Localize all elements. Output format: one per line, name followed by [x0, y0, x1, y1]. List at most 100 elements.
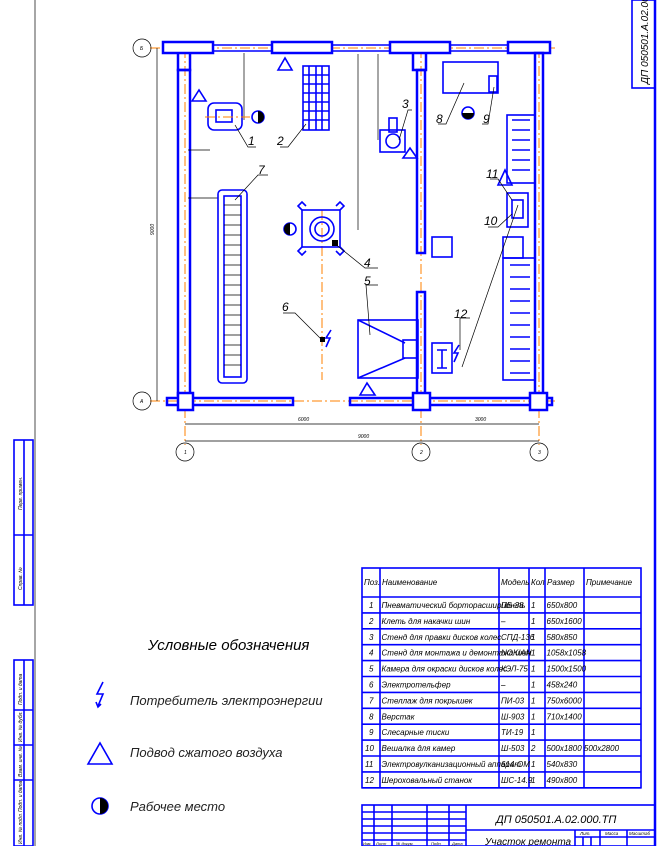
triangle-icon [401, 146, 419, 159]
table-cell: 1 [369, 601, 373, 610]
triangle-icon [276, 56, 294, 71]
table-cell: 12 [365, 776, 374, 785]
table-header: Размер [547, 578, 575, 587]
table-cell: 1058x1058 [547, 649, 587, 658]
equipment-7-tire-rack [217, 189, 248, 384]
pos-9: 9 [483, 112, 490, 126]
table-cell: Вешалка для камер [382, 744, 456, 753]
dim-3000: 3000 [475, 417, 486, 423]
table-cell: 2 [530, 744, 536, 753]
equipment-6-hoist [320, 329, 332, 348]
dim-6000: 6000 [298, 417, 309, 423]
triangle-icon [190, 88, 208, 102]
equipment-10-tube-hangers [502, 114, 536, 381]
grid-axes: Б А 1 2 3 [132, 38, 555, 462]
svg-text:Лист: Лист [375, 841, 387, 846]
legend-title: Условные обозначения [147, 637, 309, 654]
half-circle-icon [461, 106, 475, 120]
lightning-icon [95, 681, 105, 707]
table-cell: Клеть для накачки шин [382, 617, 471, 626]
table-cell: 540x830 [547, 760, 578, 769]
table-cell: Стенд для монтажа и демонтажа шин [382, 649, 532, 658]
table-cell: – [500, 681, 506, 690]
pos-12: 12 [454, 307, 468, 321]
table-cell: 458x240 [547, 681, 578, 690]
table-cell: NOKIAN [501, 649, 532, 658]
table-cell: 5 [369, 665, 374, 674]
side-stamp: Перв. примен. Справ. № Подп. и дата Инв.… [13, 439, 34, 846]
table-cell: 750x6000 [547, 696, 583, 705]
table-cell: 1 [531, 776, 535, 785]
triangle-icon [86, 741, 114, 765]
table-header: Наименование [382, 578, 438, 587]
equipment-post-boxes [431, 236, 524, 259]
triangle-icon [496, 168, 514, 186]
table-cell: ПИ-03 [501, 696, 525, 705]
table-header: Поз. [364, 578, 380, 587]
table-cell: 2 [368, 617, 374, 626]
svg-text:Масса: Масса [605, 831, 619, 836]
pos-10: 10 [484, 214, 498, 228]
title-name: Участок ремонта [484, 837, 572, 846]
stamp-code: ДП 050501.А.02.000.ТП [640, 0, 651, 85]
table-cell: 1 [531, 633, 535, 642]
dimensions: 6000 3000 9000 9000 [150, 48, 539, 442]
pos-11: 11 [486, 167, 498, 181]
half-circle-icon [251, 110, 265, 124]
table-cell: КЭЛ-75 [501, 665, 528, 674]
pos-4: 4 [364, 256, 371, 270]
table-cell: ТИ-19 [501, 728, 524, 737]
svg-text:Инв. № подл.: Инв. № подл. [18, 813, 24, 844]
table-cell: ПБ-38 [501, 601, 524, 610]
equipment-3-rim-stand [379, 117, 406, 153]
table-cell: 580x850 [547, 633, 578, 642]
table-cell: 710x1400 [547, 712, 583, 721]
table-header: Модель [501, 578, 529, 587]
svg-text:Подп. и дата: Подп. и дата [18, 780, 24, 812]
half-circle-icon [91, 797, 109, 815]
table-cell: 4 [369, 649, 374, 658]
equipment-4-tire-changer [296, 200, 346, 257]
svg-text:Подп.: Подп. [431, 841, 442, 846]
legend: Условные обозначения Потребитель электро… [86, 637, 323, 815]
table-cell: 490x800 [547, 776, 578, 785]
table-header: Примечание [586, 578, 633, 587]
title-code: ДП 050501.А.02.000.ТП [494, 814, 616, 826]
table-cell: 11 [365, 760, 373, 769]
table-cell: 650x1600 [547, 617, 583, 626]
legend-item-air: Подвод сжатого воздуха [130, 745, 283, 760]
table-cell: Ш-503 [501, 744, 525, 753]
table-cell: Слесарные тиски [382, 728, 450, 737]
half-circle-icon [283, 222, 297, 236]
pos-5: 5 [364, 274, 371, 288]
table-cell: Пневматический борторасширитель [382, 601, 526, 610]
table-cell: 500x1800 500x2800 [547, 744, 620, 753]
table-cell: Верстак [382, 712, 416, 721]
pos-1: 1 [248, 134, 255, 148]
table-header: Кол [531, 578, 545, 587]
svg-text:Изм.: Изм. [363, 841, 372, 846]
pos-3: 3 [402, 97, 409, 111]
table-cell: 1 [531, 712, 535, 721]
axis-label-1: 1 [184, 450, 187, 456]
equipment-11-vulcanizer [506, 192, 529, 228]
table-cell: 614-ОМ [501, 760, 530, 769]
pos-2: 2 [276, 134, 284, 148]
equipment-12-buffing-machine [431, 342, 460, 374]
table-cell: Камера для окраски дисков колес [382, 665, 508, 674]
svg-text:Перв. примен.: Перв. примен. [18, 477, 24, 510]
pos-6: 6 [282, 300, 289, 314]
top-right-stamp: ДП 050501.А.02.000.ТП [631, 0, 656, 89]
table-cell: 6 [369, 681, 374, 690]
svg-text:Дата: Дата [451, 841, 463, 846]
axis-label-2: 2 [419, 450, 423, 456]
svg-text:Лит.: Лит. [579, 831, 591, 836]
table-cell: 650x800 [547, 601, 578, 610]
table-cell: 1 [531, 681, 535, 690]
equipment-5-paint-booth [357, 319, 419, 379]
table-cell: СПД-136 [501, 633, 535, 642]
pos-8: 8 [436, 112, 443, 126]
table-cell: Стенд для правки дисков колес [382, 633, 502, 642]
